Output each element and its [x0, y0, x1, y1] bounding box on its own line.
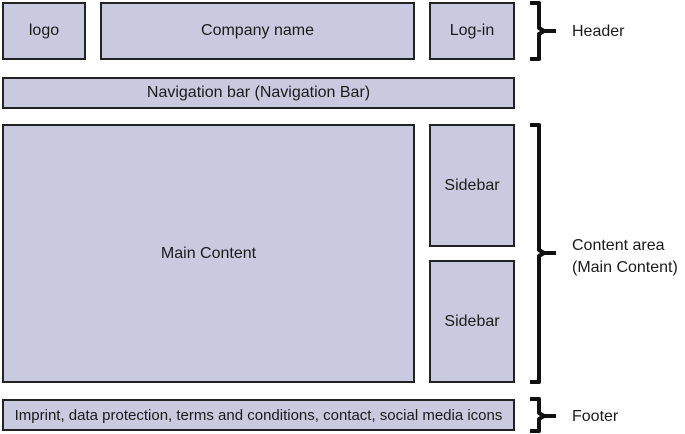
main-content-box: Main Content	[2, 124, 415, 383]
login-box: Log-in	[429, 2, 515, 60]
content-area-label-line1: Content area	[572, 237, 665, 254]
sidebar-top-box: Sidebar	[429, 124, 515, 247]
navigation-bar-box: Navigation bar (Navigation Bar)	[2, 77, 515, 109]
logo-box: logo	[2, 2, 86, 60]
footer-box: Imprint, data protection, terms and cond…	[2, 399, 515, 431]
company-name-box: Company name	[100, 2, 415, 60]
content-area-label-line2: (Main Content)	[572, 259, 678, 276]
header-label: Header	[572, 23, 625, 40]
footer-label: Footer	[572, 408, 619, 425]
sidebar-bottom-box: Sidebar	[429, 260, 515, 383]
content-area-label: Content area (Main Content)	[572, 235, 678, 279]
